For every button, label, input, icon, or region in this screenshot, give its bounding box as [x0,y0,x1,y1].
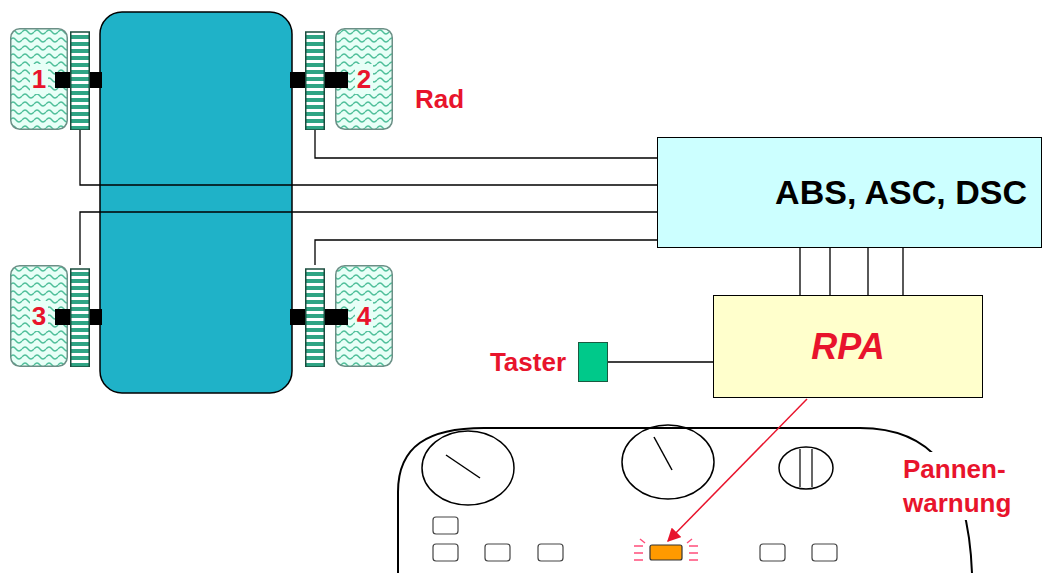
wheel-number: 2 [335,65,393,93]
axle [88,309,102,325]
car-body [100,12,292,393]
warning-rays [634,539,698,560]
wheel-drawing [305,28,393,130]
wheel-number: 3 [10,302,68,330]
dial-mark [811,449,812,487]
button-cap [578,342,608,382]
warning-label: Pannen- warnung [900,452,1028,520]
gauge-needle [654,437,672,470]
axle [290,72,307,88]
wire [80,212,657,265]
wheel-sensor [306,269,325,367]
gauge [622,425,714,499]
leader-arrow [668,399,807,541]
gauge-needle [446,455,480,478]
wheel: 3 [10,265,90,367]
control-unit-box: ABS, ASC, DSC [657,137,1042,248]
rpa-box: RPA [713,295,983,398]
box-label: ABS, ASC, DSC [775,173,1027,212]
tire-area: 4 [335,265,393,367]
indicator-dial [779,447,833,489]
wheel-drawing [10,28,90,130]
wheel-number: 1 [10,65,68,93]
tire-area: 1 [10,28,68,130]
wheel: 2 [305,28,393,130]
wheel-drawing [10,265,90,367]
wire [800,248,903,295]
wheel-sensor [306,32,325,130]
wheel: 1 [10,28,90,130]
wheel-sensor [71,269,90,367]
wire [315,240,657,265]
box-label: RPA [811,326,884,368]
wheel: 4 [305,265,393,367]
box-label: Taster [490,347,566,378]
wire [315,130,657,158]
axle [88,72,102,88]
dashboard-buttons [433,517,837,561]
tire-area: 3 [10,265,68,367]
gauge [422,431,514,505]
tire-area: 2 [335,28,393,130]
warning-lamp [650,545,682,560]
dial-mark [799,449,800,487]
dashboard [398,428,972,573]
part-label: Rad [415,82,464,116]
axle [290,309,307,325]
wheel-drawing [305,265,393,367]
push-button: Taster [470,342,608,382]
wire [608,361,713,362]
wheel-number: 4 [335,302,393,330]
wire [80,130,657,185]
wheel-sensor [71,32,90,130]
